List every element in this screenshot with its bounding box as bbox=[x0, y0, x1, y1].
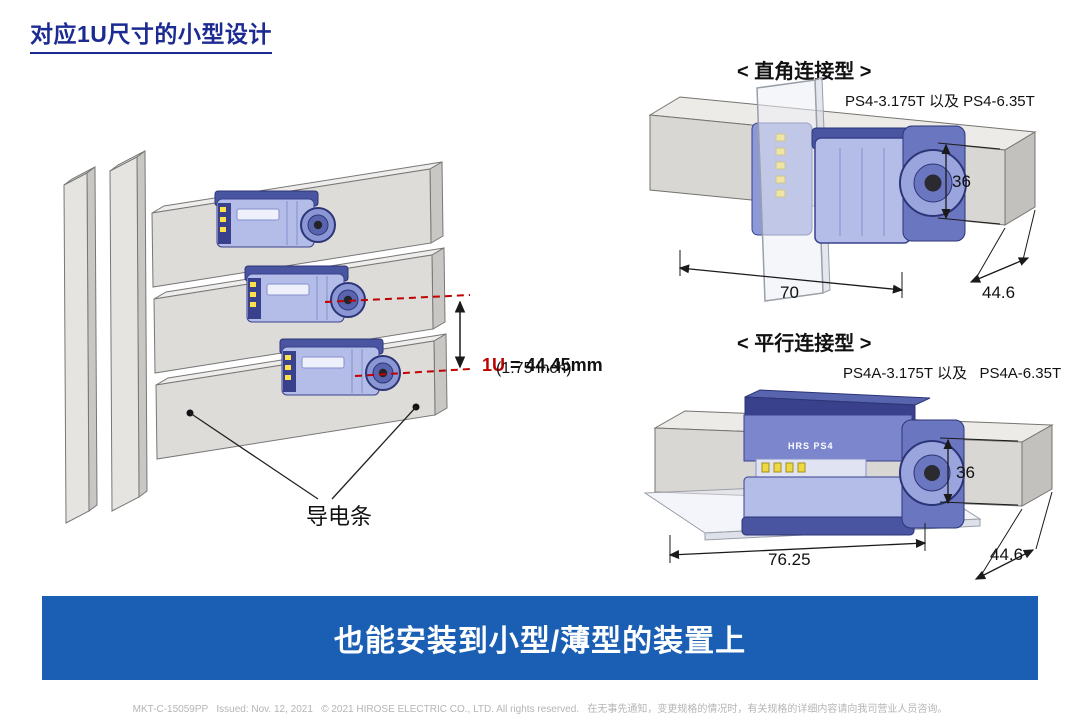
pitch-dimension-1u bbox=[324, 294, 471, 377]
dim-36-label-parallel: 36 bbox=[956, 463, 975, 482]
connector-parallel bbox=[741, 389, 965, 536]
parallel-heading: < 平行连接型 > bbox=[737, 333, 872, 355]
bottom-banner: 也能安装到小型/薄型的装置上 bbox=[42, 596, 1038, 680]
unit-1u-label: 1U bbox=[482, 355, 506, 375]
unit-1u-inch: (1.75 inch) bbox=[496, 360, 572, 377]
busbar-pointer-lines bbox=[186, 403, 420, 500]
busbar-label: 导电条 bbox=[306, 504, 373, 529]
dim-44-6-label-parallel: 44.6 bbox=[990, 545, 1024, 564]
dim-76-25-label: 76.25 bbox=[768, 550, 811, 569]
vertical-panels bbox=[63, 150, 148, 524]
right-angle-heading: < 直角连接型 > bbox=[737, 61, 872, 83]
connector-middle bbox=[244, 265, 366, 323]
connector-top bbox=[214, 190, 336, 248]
parallel-models: PS4A-3.175T 以及 PS4A-6.35T bbox=[843, 365, 1062, 382]
dim-44-6-label-right-angle: 44.6 bbox=[982, 283, 1016, 302]
footer-text: MKT-C-15059PP Issued: Nov. 12, 2021 © 20… bbox=[132, 704, 948, 715]
connector-marking: HRS PS4 bbox=[788, 441, 834, 451]
dim-70-label: 70 bbox=[780, 283, 799, 302]
figure-right-angle-illustration bbox=[648, 76, 1037, 302]
right-angle-models: PS4-3.175T 以及 PS4-6.35T bbox=[845, 93, 1035, 110]
dimension-lines bbox=[678, 142, 1036, 298]
connector-bottom bbox=[279, 338, 401, 396]
figure-1u-stack-illustration bbox=[63, 150, 471, 524]
figure-parallel-illustration bbox=[643, 389, 1054, 580]
dim-36-label-right-angle: 36 bbox=[952, 172, 971, 191]
dimension-lines bbox=[668, 437, 1053, 580]
page-title: 对应1U尺寸的小型设计 bbox=[30, 15, 272, 54]
dimension-1u-pitch: 1U= 44.45mm bbox=[462, 334, 603, 397]
unit-1u-value: = 44.45mm bbox=[510, 355, 603, 375]
